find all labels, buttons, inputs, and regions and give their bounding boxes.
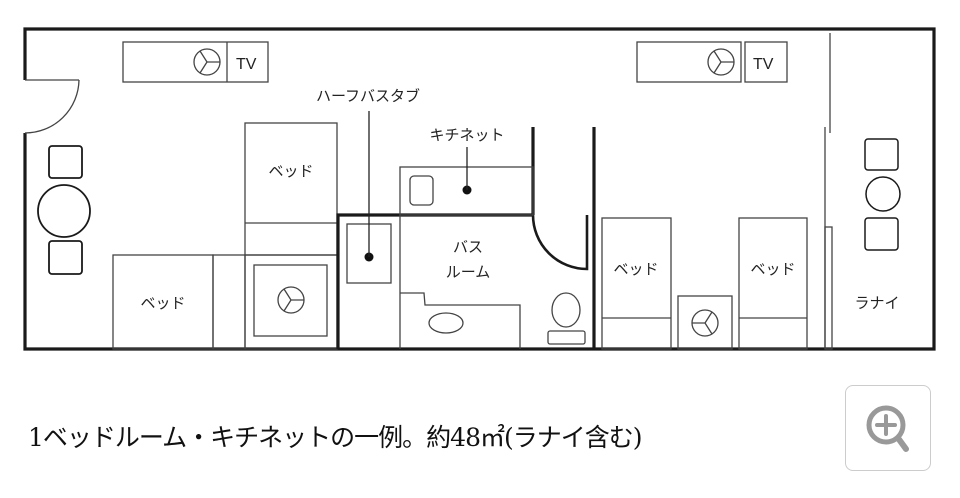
- svg-text:ベッド: ベッド: [268, 162, 313, 180]
- lanai-seating: ラナイ: [854, 138, 901, 312]
- lanai-label: ラナイ: [854, 294, 899, 312]
- left-seating: [37, 145, 91, 275]
- tv-label: TV: [753, 56, 774, 73]
- kitchenette: キチネット: [399, 126, 534, 216]
- round-table: [865, 176, 901, 212]
- outer-wall: [23, 27, 936, 351]
- round-table: [37, 184, 91, 238]
- lamp-icon: [691, 309, 719, 337]
- entrance-door: [24, 79, 80, 134]
- kitchenette-label: キチネット: [429, 126, 504, 144]
- chair: [48, 240, 83, 275]
- zoom-in-icon: [866, 405, 909, 452]
- bed-upper-left: ベッド: [244, 122, 338, 256]
- lamp-icon: [277, 286, 305, 314]
- bathroom: バス ルーム: [399, 215, 586, 349]
- half-bathtub-label: ハーフバスタブ: [316, 87, 420, 105]
- lamp-icon: [707, 48, 735, 76]
- chair: [864, 217, 899, 251]
- nightstand-left: [244, 254, 338, 350]
- bathroom-wall: [336, 213, 533, 349]
- toilet: [551, 292, 581, 328]
- bed-lower-left: ベッド: [112, 254, 246, 350]
- nightstand-right: [677, 295, 733, 350]
- svg-text:バス: バス: [453, 238, 483, 256]
- sink: [428, 312, 464, 334]
- svg-text:ベッド: ベッド: [613, 260, 658, 278]
- svg-text:ルーム: ルーム: [446, 263, 491, 281]
- bed-right-2: ベッド: [738, 217, 808, 350]
- bed-right-1: ベッド: [601, 217, 672, 350]
- chair: [48, 145, 83, 179]
- chair: [864, 138, 899, 171]
- svg-text:ベッド: ベッド: [750, 260, 795, 278]
- zoom-in-button[interactable]: [845, 385, 931, 471]
- lamp-icon: [193, 48, 221, 76]
- svg-text:ベッド: ベッド: [140, 294, 185, 312]
- floor-plan: TV TV ベッド ベッド: [23, 27, 936, 351]
- half-bathtub: ハーフバスタブ: [316, 87, 420, 284]
- toilet-tank: [547, 330, 586, 345]
- lanai-partition: [824, 226, 833, 350]
- tv-label: TV: [236, 56, 257, 73]
- tv-unit-right: TV: [636, 41, 788, 83]
- floor-plan-caption: 1ベッドルーム・キチネットの一例。約48㎡(ラナイ含む): [28, 423, 642, 452]
- tv-unit-left: TV: [122, 41, 269, 83]
- bathroom-door: [531, 214, 589, 271]
